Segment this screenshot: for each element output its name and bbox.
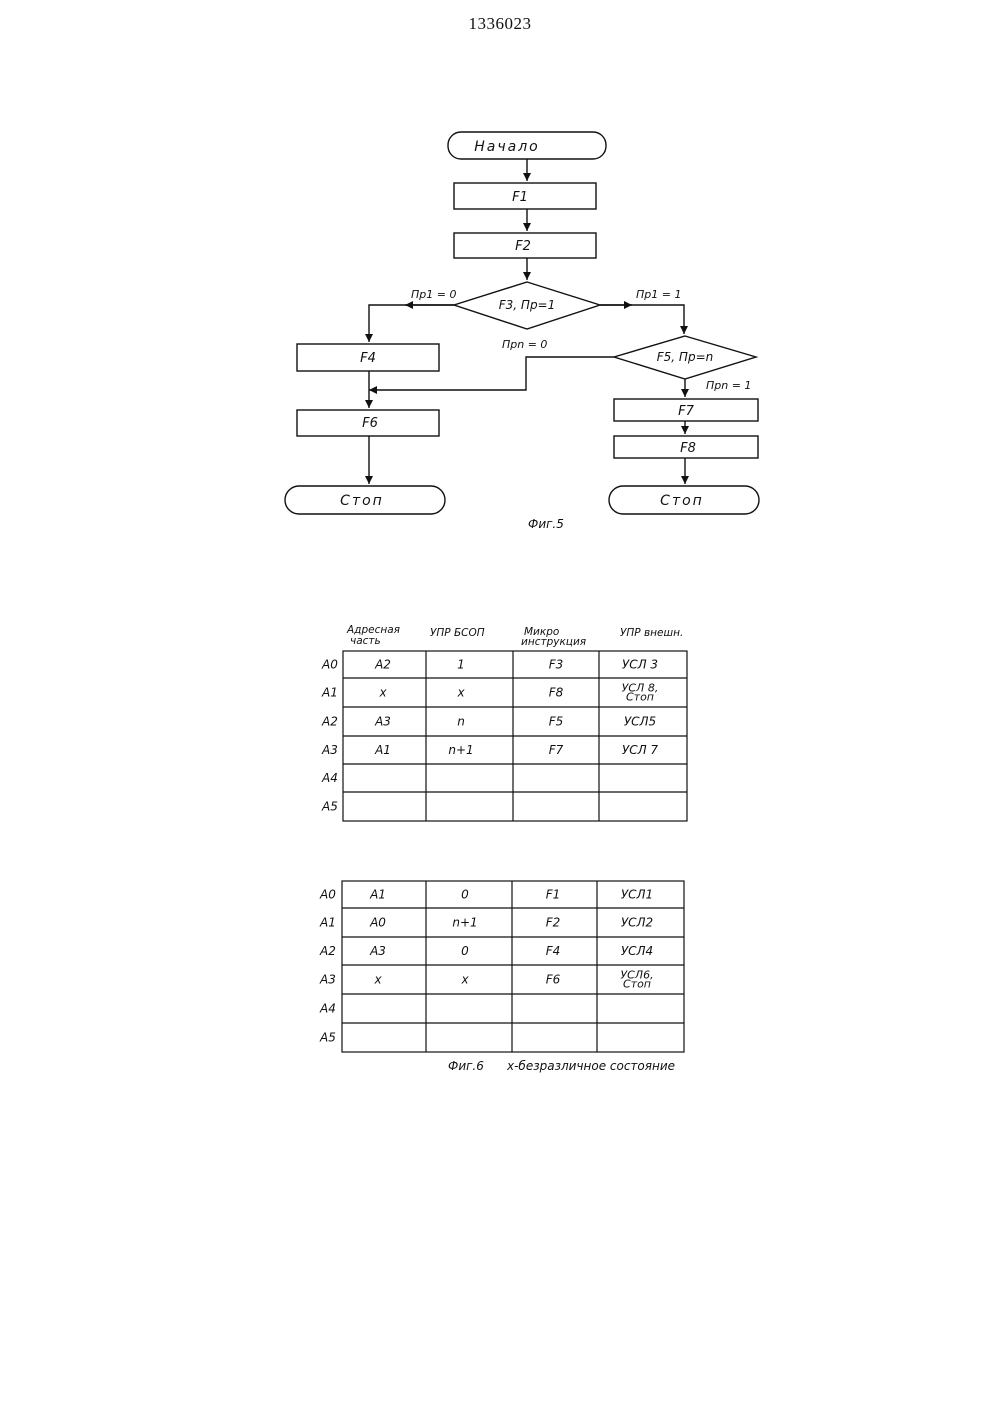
table-cell: F7 [549,743,564,757]
table-cell: F8 [549,686,564,700]
row-label: A3 [319,973,336,987]
table-cell: УСЛ 3 [622,658,658,672]
row-label: A1 [321,686,338,700]
decision2-down-label: Прn = 1 [706,379,751,392]
row-label: A2 [321,715,338,729]
row-label: A1 [319,916,336,930]
table-cell: F3 [549,658,564,672]
table-cell: A2 [374,658,391,672]
row-label: A4 [319,1002,336,1016]
table1-header-address: Адреснаячасть [346,624,400,647]
table-cell: n [457,715,465,729]
table-cell: A0 [369,916,386,930]
table-cell: A3 [369,944,386,958]
table-cell: 1 [457,658,465,672]
table1-header-micro: Микроинструкция [521,626,586,648]
table-cell: x [378,686,387,700]
table-cell: УСЛ6,Стоп [620,969,653,991]
table-cell: УСЛ 8,Стоп [622,682,659,704]
f6-label: F6 [362,416,378,431]
table-cell: УСЛ 7 [622,743,659,757]
stop-right-label: Стоп [660,493,704,509]
table2-body: A0A10F1УСЛ1A1A0n+1F2УСЛ2A2A30F4УСЛ4A3xxF… [319,888,654,1045]
f2-label: F2 [515,239,531,254]
table1: Адреснаячасть УПР БСОП Микроинструкция У… [321,624,687,821]
table1-header-ext: УПР внешн. [620,627,683,639]
row-label: A4 [321,771,338,785]
table-cell: УСЛ5 [624,715,656,729]
start-label: Начало [474,139,539,155]
table-cell: F5 [549,715,564,729]
f1-label: F1 [512,190,528,205]
table-cell: F4 [546,944,561,958]
row-label: A5 [319,1031,336,1045]
arrow-decision1-decision2 [600,305,684,334]
table-cell: УСЛ2 [621,916,653,930]
row-label: A3 [321,743,338,757]
table-cell: УСЛ4 [621,944,653,958]
table-cell: A3 [374,715,391,729]
table-cell: x [456,686,465,700]
table2-border [342,881,684,1052]
figure5-caption: Фиг.5 [528,517,564,531]
decision1-left-label: Пр1 = 0 [411,288,456,301]
table-cell: F1 [546,888,561,902]
row-label: A5 [321,800,338,814]
table-cell: n+1 [452,916,477,930]
table-cell: F2 [546,916,561,930]
table-cell: n+1 [448,743,473,757]
row-label: A2 [319,944,336,958]
table2: A0A10F1УСЛ1A1A0n+1F2УСЛ2A2A30F4УСЛ4A3xxF… [319,881,684,1073]
table-cell: УСЛ1 [621,888,653,902]
decision2-label: F5, Пр=n [657,350,713,364]
f7-label: F7 [678,404,694,419]
table-cell: 0 [461,888,469,902]
table1-header-bsop: УПР БСОП [430,627,485,639]
table-cell: A1 [369,888,386,902]
table2-note: x-безразличное состояние [506,1059,675,1073]
table-cell: x [460,973,469,987]
decision1-label: F3, Пр=1 [499,298,556,312]
arrow-decision1-f4 [369,305,454,342]
flowchart: Начало F1 F2 F3, Пр=1 Пр1 = 0 Пр1 = 1 F4… [285,132,759,531]
table-cell: A1 [374,743,391,757]
stop-left-label: Стоп [340,493,384,509]
table-cell: x [373,973,382,987]
row-label: A0 [321,658,338,672]
f4-label: F4 [360,351,376,366]
table-cell: F6 [546,973,561,987]
row-label: A0 [319,888,336,902]
figure6-caption: Фиг.6 [448,1059,484,1073]
decision1-right-label: Пр1 = 1 [636,288,681,301]
f8-label: F8 [680,441,696,456]
decision2-left-label: Прn = 0 [502,338,547,351]
table-cell: 0 [461,944,469,958]
